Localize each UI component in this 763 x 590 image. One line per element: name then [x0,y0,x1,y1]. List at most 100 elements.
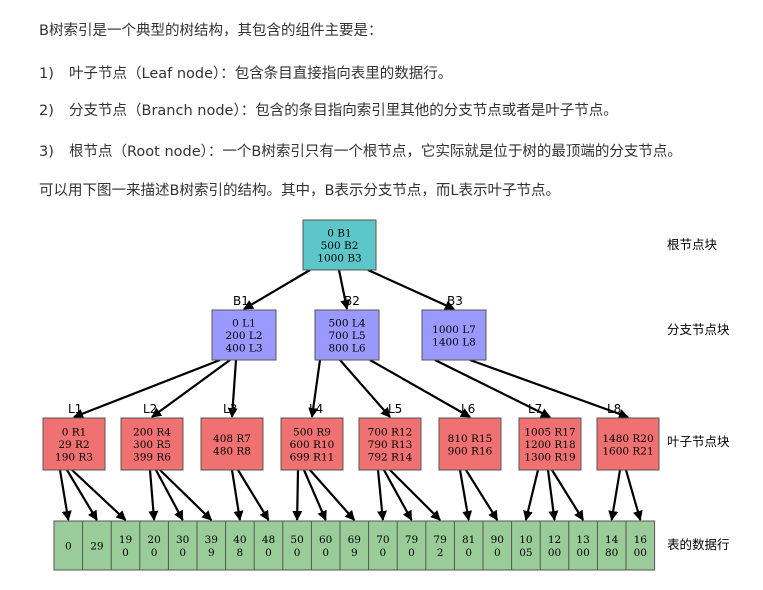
branch-node-b1-text: 200 L2 [225,330,262,342]
leaf-node-l4-text: 600 R10 [290,439,335,451]
leaf-label: L1 [68,402,82,416]
branch-leaf-arrow [308,359,322,418]
data-row-value: 14 [605,534,619,546]
leaf-label: L8 [607,402,621,416]
leaf-node-l1-text: 29 R2 [58,439,89,451]
leaf-row-arrow [546,469,559,521]
side-label-branch: 分支节点块 [667,322,730,337]
branch-node-b1-text: 0 L1 [232,318,256,330]
data-row-value: 90 [491,534,504,546]
leaf-node-l5-text: 792 R14 [368,452,413,464]
leaf-node-l2-text: 300 R5 [133,439,171,451]
leaf-row-arrow [237,469,270,521]
data-row-value: 0 [380,547,387,559]
leaf-row-arrow [608,469,622,521]
branch-node-b2-text: 800 L6 [328,343,365,355]
root-node [302,219,377,271]
data-row-value: 2 [437,547,444,559]
data-row-value: 29 [90,541,103,553]
branch-node-b3 [421,309,487,361]
leaf-node-l3-text: 480 R8 [213,445,251,457]
leaf-row-arrow [523,469,540,521]
leaf-node-l5-text: 790 R13 [368,439,413,451]
data-row-value: 0 [151,547,158,559]
list-item-branch: 2)分支节点（Branch node）：包含的条目指向索引里其他的分支节点或者是… [39,101,618,121]
data-row-value: 0 [465,547,472,559]
leaf-node-l1 [42,417,106,471]
root-node-text: 500 B2 [321,240,359,252]
data-row-value: 79 [405,534,418,546]
root-branch-arrow [337,269,351,310]
data-row-value: 0 [265,547,272,559]
list-item-leaf: 1)叶子节点（Leaf node）：包含条目直接指向表里的数据行。 [39,64,452,84]
branch-node-b2-text: 700 L5 [328,330,365,342]
data-row-value: 69 [348,534,361,546]
leaf-node-l7-text: 1300 R19 [524,452,575,464]
data-row-value: 13 [576,534,589,546]
leaf-row-arrow [302,469,327,521]
branch-leaf-arrow [227,359,238,418]
leaf-row-arrow [465,469,499,521]
leaf-row-arrow [389,469,441,521]
root-branch-arrow [243,269,311,310]
leaf-node-l3-text: 408 R7 [213,433,251,445]
leaf-row-arrow [383,469,413,521]
leaf-label: L6 [461,402,475,416]
data-row-value: 40 [233,534,246,546]
root-node-text: 1000 B3 [317,253,361,265]
data-row-value: 10 [519,534,532,546]
root-branch-arrow [367,268,455,311]
leaf-node-l1-text: 0 R1 [62,427,87,439]
data-row-value: 00 [634,547,647,559]
data-row-value: 0 [408,547,415,559]
branch-node-b2 [314,309,380,361]
data-row-value: 60 [319,534,332,546]
branch-leaf-arrow [73,358,221,419]
branch-node-b3-text: 1000 L7 [432,324,476,336]
leaf-row-arrow [58,469,72,521]
leaf-row-arrow [159,469,213,521]
leaf-node-l5 [358,417,422,471]
branch-leaf-arrow [151,359,231,418]
leaf-node-l4 [280,417,344,471]
data-row-value: 0 [65,541,72,553]
data-row-value: 70 [376,534,389,546]
leaf-row-arrow [71,469,127,521]
leaf-node-l8-text: 1600 R21 [602,445,653,457]
list-item-root: 3) 根节点（Root node）：一个B树索引只有一个根节点，它实际就是位于树的… [39,142,682,162]
list-text: 叶子节点（Leaf node）：包含条目直接指向表里的数据行。 [69,66,453,82]
rows-block [53,520,656,571]
data-row-value: 9 [351,547,358,559]
leaf-node-l3 [200,417,264,471]
leaf-node-l4-text: 500 R9 [293,427,331,439]
list-number: 3) [39,144,54,160]
branch-label: B1 [233,294,249,308]
root-node-text: 0 B1 [327,228,351,240]
leaf-label: L2 [143,402,157,416]
leaf-node-l2 [120,417,184,471]
leaf-row-arrow [148,469,159,521]
list-text: 根节点（Root node）：一个B树索引只有一个根节点，它实际就是位于树的最顶… [69,144,682,160]
leaf-row-arrow [458,469,473,521]
data-row-value: 12 [548,534,561,546]
branch-label: B2 [344,294,360,308]
leaf-node-l7-text: 1005 R17 [524,427,575,439]
leaf-node-l2-text: 399 R6 [133,452,171,464]
leaf-row-arrow [66,469,98,521]
leaf-node-l1-text: 190 R3 [55,452,93,464]
branch-leaf-arrow [469,358,629,419]
data-row-value: 16 [634,534,648,546]
leaf-node-l6-text: 810 R15 [448,433,493,445]
data-row-value: 0 [179,547,186,559]
data-row-value: 00 [576,547,589,559]
branch-node-b1 [211,309,277,361]
leaf-node-l4-text: 699 R11 [290,452,335,464]
branch-node-b2-text: 500 L4 [328,318,365,330]
side-label-root: 根节点块 [667,237,718,252]
leaf-row-arrow [624,469,643,521]
leaf-node-l8-text: 1480 R20 [602,433,653,445]
data-row-value: 0 [494,547,501,559]
intro-text: B树索引是一个典型的树结构，其包含的组件主要是： [39,23,383,39]
